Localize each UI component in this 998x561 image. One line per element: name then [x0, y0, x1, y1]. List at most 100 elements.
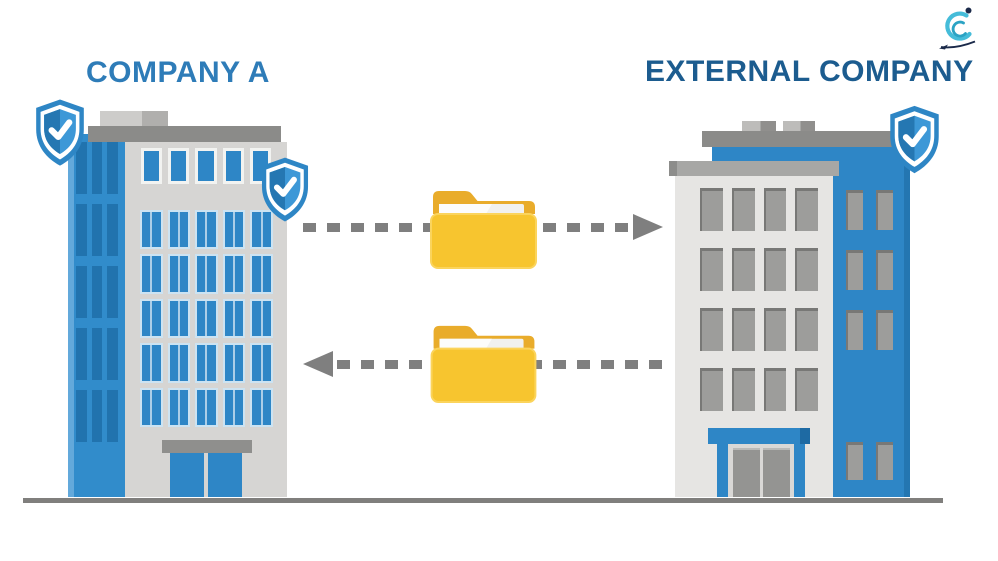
- window: [846, 190, 863, 230]
- window: [846, 250, 863, 290]
- window: [91, 328, 103, 380]
- window: [222, 387, 246, 427]
- door-panel: [733, 448, 760, 497]
- window: [250, 210, 273, 250]
- rooftop-box: [100, 111, 168, 127]
- portico-column: [794, 444, 805, 497]
- window: [195, 387, 218, 427]
- ground-line: [23, 498, 943, 503]
- entrance-lintel: [162, 440, 252, 453]
- window: [76, 328, 87, 380]
- window: [141, 148, 163, 184]
- window: [167, 343, 191, 383]
- facade-roof-trim: [669, 161, 839, 176]
- facade-top-windows: [141, 148, 271, 184]
- window: [195, 210, 218, 250]
- window: [195, 298, 218, 339]
- roof-band: [88, 126, 281, 142]
- window: [140, 387, 163, 427]
- folder-icon: [430, 191, 537, 269]
- window: [731, 248, 755, 291]
- window: [222, 148, 244, 184]
- window: [876, 250, 893, 290]
- window: [140, 254, 163, 294]
- brand-logo-icon: [939, 7, 976, 50]
- arrowhead-left-icon: [303, 351, 333, 377]
- window: [76, 390, 87, 442]
- window: [195, 254, 218, 294]
- shield-check-icon: [890, 105, 939, 174]
- window: [167, 387, 191, 427]
- window: [731, 368, 755, 411]
- external-company-title: EXTERNAL COMPANY: [645, 55, 974, 88]
- window: [876, 310, 893, 350]
- window: [222, 298, 246, 339]
- shield-check-icon: [261, 157, 309, 222]
- window: [846, 310, 863, 350]
- window: [140, 343, 163, 383]
- window: [107, 266, 118, 318]
- door-panel: [208, 453, 242, 497]
- wing-window-grid: [846, 190, 893, 350]
- window: [700, 188, 723, 231]
- window: [76, 266, 87, 318]
- window: [250, 387, 273, 427]
- window: [107, 390, 118, 442]
- window: [250, 298, 273, 339]
- window: [250, 343, 273, 383]
- window: [763, 188, 787, 231]
- window: [107, 204, 118, 256]
- window: [700, 308, 723, 351]
- window: [167, 298, 191, 339]
- door-panel: [763, 448, 790, 497]
- window: [195, 343, 218, 383]
- window: [846, 442, 863, 480]
- window: [700, 368, 723, 411]
- door-panel: [170, 453, 204, 497]
- window: [222, 343, 246, 383]
- rooftop-box: [742, 121, 776, 132]
- window: [763, 368, 787, 411]
- folder-icon: [430, 325, 537, 404]
- entrance-portico-beam: [708, 428, 810, 444]
- window: [167, 210, 191, 250]
- window: [876, 190, 893, 230]
- entrance-doors: [733, 448, 790, 497]
- roof-band: [702, 131, 892, 147]
- window: [795, 308, 818, 351]
- window: [91, 266, 103, 318]
- window: [76, 204, 87, 256]
- window: [763, 248, 787, 291]
- window: [195, 148, 217, 184]
- rooftop-box: [783, 121, 815, 132]
- window: [140, 298, 163, 339]
- facade-window-grid: [140, 210, 273, 427]
- window: [250, 254, 273, 294]
- window: [107, 142, 118, 194]
- window: [700, 248, 723, 291]
- facade-window-grid: [700, 188, 818, 411]
- window: [795, 188, 818, 231]
- window: [731, 308, 755, 351]
- shield-check-icon: [36, 99, 84, 166]
- window: [91, 204, 103, 256]
- window: [795, 368, 818, 411]
- window: [91, 142, 103, 194]
- window: [107, 328, 118, 380]
- window: [222, 210, 246, 250]
- building-tower: [68, 134, 125, 497]
- window: [876, 442, 893, 480]
- tower-windows: [76, 142, 118, 442]
- window: [731, 188, 755, 231]
- wing-window-pair: [846, 442, 893, 480]
- window: [168, 148, 190, 184]
- entrance-doors: [170, 453, 242, 497]
- arrowhead-right-icon: [633, 214, 663, 240]
- window: [76, 142, 87, 194]
- window: [167, 254, 191, 294]
- window: [140, 210, 163, 250]
- company-a-title: COMPANY A: [86, 56, 270, 89]
- portico-column: [717, 444, 728, 497]
- window: [222, 254, 246, 294]
